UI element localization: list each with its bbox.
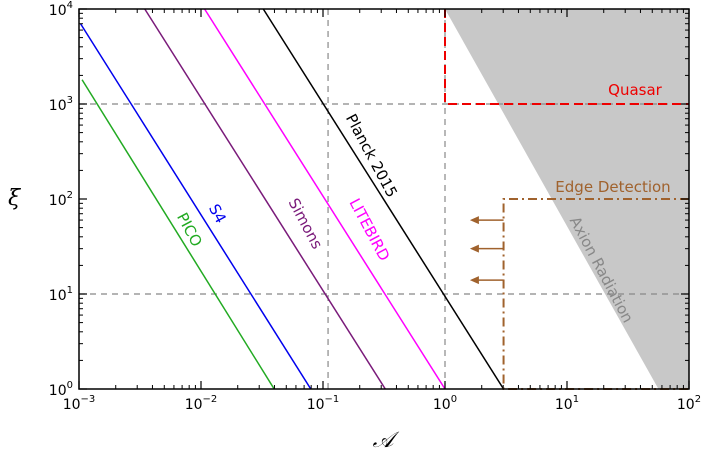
bound-lines (444, 9, 689, 390)
bound-label-quasar: Quasar (608, 81, 663, 99)
series-line-s4 (79, 23, 312, 390)
series-line-simons (144, 8, 386, 390)
x-tick-label: 101 (555, 394, 579, 413)
ticks (78, 8, 690, 390)
x-tick-label: 10−3 (63, 394, 96, 413)
bound-edge-detection (502, 198, 689, 390)
x-tick-label: 102 (677, 394, 701, 413)
series-label-litebird: LITEBIRD (345, 195, 393, 264)
arrow-head (469, 244, 479, 253)
y-tick-label: 101 (49, 285, 73, 304)
y-tick-label: 102 (49, 190, 73, 209)
bound-quasar (444, 9, 689, 105)
y-tick-label: 100 (49, 380, 73, 399)
series-label-planck: Planck 2015 (342, 111, 401, 201)
arrow-head (469, 276, 479, 285)
x-tick-label: 10−2 (185, 394, 218, 413)
y-tick-label: 104 (49, 0, 73, 19)
x-tick-label: 10−1 (307, 394, 340, 413)
series-lines (79, 8, 505, 390)
bound-label-edge: Edge Detection (555, 178, 670, 196)
arrow-head (469, 216, 479, 225)
x-tick-label: 100 (433, 394, 457, 413)
y-tick-label: 103 (49, 95, 73, 114)
series-line-pico (81, 79, 275, 390)
tick-labels: 10−3 10−2 10−1 100 101 102 100 101 102 103 104 (49, 0, 701, 413)
series-line-litebird (203, 8, 446, 390)
arrows (469, 216, 504, 285)
series-line-planck-2015 (262, 8, 505, 390)
series-label-s4: S4 (205, 201, 230, 226)
y-axis-label: ξ (8, 186, 22, 211)
reference-lines (79, 9, 689, 389)
series-label-simons: Simons (285, 195, 327, 252)
x-axis-label: 𝒜 (373, 428, 400, 453)
